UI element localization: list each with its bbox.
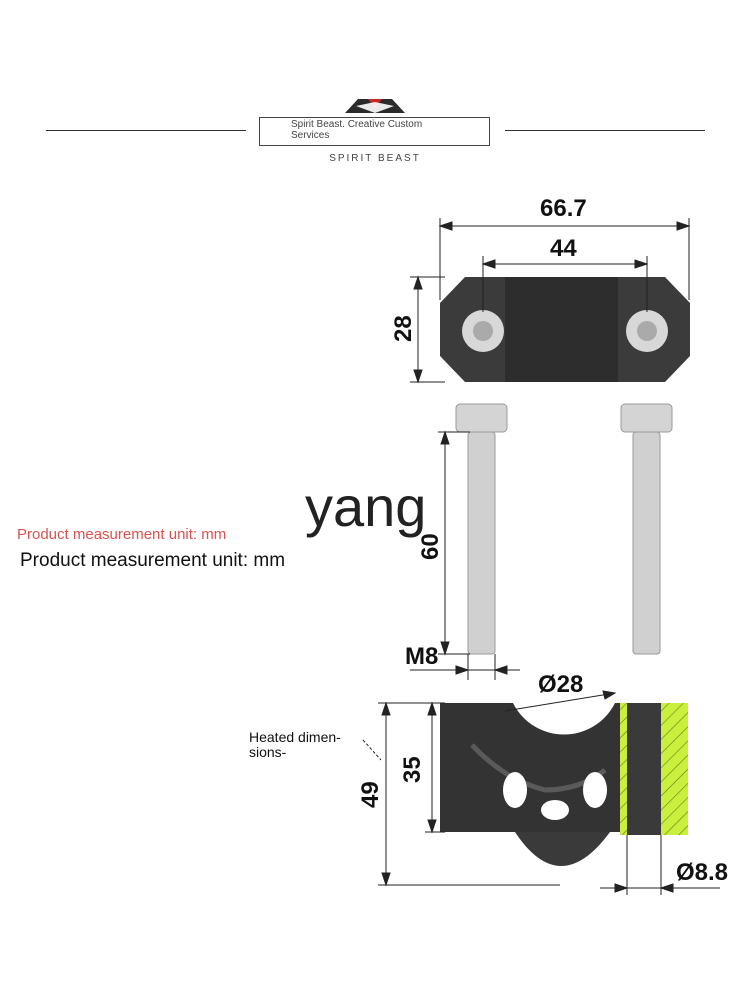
side-clamp: [440, 703, 688, 866]
watermark-text: yang: [305, 475, 427, 538]
dim-clamp-height: [410, 275, 445, 384]
heated-note: Heated dimen- sions-: [249, 729, 341, 760]
top-clamp: [440, 277, 690, 382]
dim-text-bolt-length: 60: [417, 533, 444, 560]
dim-overall-width: [438, 218, 691, 300]
brand-name: SPIRIT BEAST: [329, 153, 421, 164]
dim-total-height: [378, 701, 560, 887]
brand-tagline: Spirit Beast. Creative Custom Services: [291, 119, 423, 141]
bolt-left: [455, 403, 508, 655]
dim-text-thread: M8: [405, 643, 438, 670]
dim-text-spacing: 44: [550, 235, 577, 262]
dim-bolt-length: [438, 430, 470, 656]
dim-text-body-height: 35: [399, 756, 426, 783]
dim-text-overall: 66.7: [540, 195, 587, 222]
unit-note: Product measurement unit: mm: [20, 550, 286, 571]
dim-body-height: [425, 701, 445, 834]
dim-hole-dia: [600, 835, 720, 895]
heated-leader: [362, 739, 382, 761]
header-rule-right: [505, 130, 705, 131]
dim-text-total-height: 49: [357, 781, 384, 808]
header-rule-left: [46, 130, 246, 131]
dim-hole-spacing: [481, 256, 649, 312]
unit-note-red: Product measurement unit: mm: [17, 526, 227, 543]
brand-box: [259, 117, 490, 146]
dim-thread: [410, 654, 520, 680]
brand-logo-icon: [345, 99, 405, 113]
dim-text-clamp-height: 28: [390, 315, 417, 342]
dim-text-hole-dia: Ø8.8: [676, 859, 728, 886]
dim-bore: [504, 690, 617, 712]
dim-text-bore: Ø28: [538, 671, 583, 698]
bolt-right: [620, 403, 673, 655]
